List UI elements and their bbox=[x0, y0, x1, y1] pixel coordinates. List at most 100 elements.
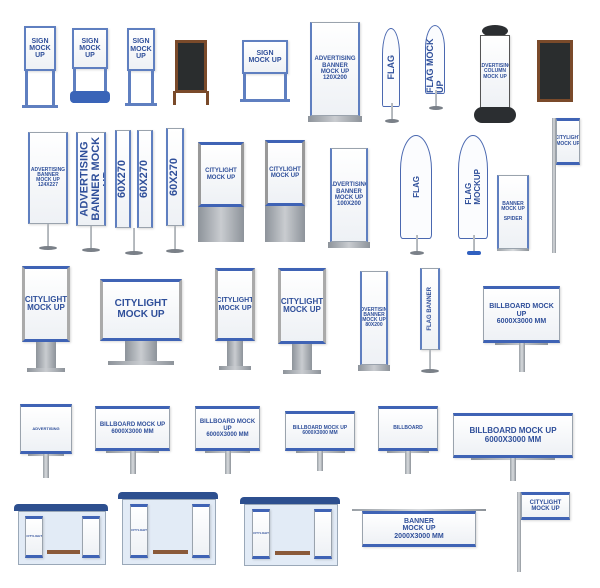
mockup-bus-stop: CITYLIGHT bbox=[240, 497, 340, 569]
banner-face: 60X270 bbox=[137, 130, 153, 228]
citylight-panel: CITYLIGHT MOCK UP bbox=[198, 142, 244, 207]
mockup-flag: FLAG MOCK UP bbox=[425, 25, 447, 110]
leg bbox=[243, 74, 246, 102]
mockup-sign-stand: SIGN MOCK UP bbox=[125, 28, 157, 106]
mockup-label: CITYLIGHT MOCK UP bbox=[529, 499, 562, 512]
pole bbox=[518, 343, 525, 372]
pole bbox=[552, 118, 556, 253]
banner-face: BANNER MOCK UP SPIDER bbox=[497, 175, 529, 249]
mockup-citylight: CITYLIGHT MOCK UP bbox=[215, 268, 255, 370]
banner-face: FLAG BANNER bbox=[420, 268, 440, 350]
mockup-sign-stand: SIGN MOCK UP bbox=[70, 28, 110, 103]
billboard-face: ADVERTISING bbox=[20, 404, 72, 454]
mockup-label: BILLBOARD bbox=[393, 425, 423, 432]
legs bbox=[497, 249, 529, 251]
leg bbox=[128, 70, 131, 106]
mockup-label: BANNER MOCK UP 2000X3000 MM bbox=[394, 517, 444, 540]
sign-face: SIGN MOCK UP bbox=[72, 28, 108, 70]
mockup-label: SIGN MOCK UP bbox=[29, 37, 51, 60]
mockup-double-pole-banner: 60X270 60X270 bbox=[115, 130, 153, 255]
mockup-advertising-column: ADVERTISING COLUMN MOCK UP bbox=[472, 25, 518, 123]
banner-face: 60X270 bbox=[115, 130, 131, 228]
foot bbox=[240, 99, 290, 102]
mockup-pole-banner: 60X270 bbox=[166, 128, 184, 253]
billboard-face: BILLBOARD MOCK UP 6000X3000 MM bbox=[285, 411, 355, 451]
mockup-label: BILLBOARD MOCK UP 6000X3000 MM bbox=[469, 426, 557, 444]
base bbox=[421, 369, 439, 373]
foot bbox=[282, 370, 322, 374]
mockup-chalkboard-a-frame bbox=[170, 40, 212, 105]
mockup-label: CITYLIGHT bbox=[26, 534, 43, 539]
pole bbox=[90, 225, 92, 252]
mockup-pole-citylight: CITYLIGHT MOCK UP bbox=[550, 118, 580, 253]
mockup-label: 124X300 ADVERTISING BANNER MOCK UP bbox=[76, 136, 106, 221]
base bbox=[39, 246, 57, 250]
mockup-billboard: BILLBOARD MOCK UP 6000X3000 MM bbox=[195, 398, 260, 480]
citylight-panel: CITYLIGHT bbox=[130, 504, 148, 558]
base bbox=[70, 91, 110, 103]
roof bbox=[14, 504, 108, 511]
banner-face: ADVERTISING BANNER MOCK UP 120X200 bbox=[310, 22, 360, 116]
base bbox=[429, 106, 443, 110]
sign-face: SIGN MOCK UP bbox=[242, 40, 288, 75]
stand bbox=[292, 344, 312, 370]
mockup-label: 60X270 bbox=[168, 157, 181, 196]
mockup-label: FLAG MOCK UP bbox=[425, 38, 445, 94]
pole bbox=[174, 225, 176, 253]
leg bbox=[151, 70, 154, 106]
roof bbox=[118, 492, 218, 499]
pole bbox=[317, 450, 323, 471]
pole bbox=[510, 458, 516, 481]
banner-face: ADVERTISING BANNER MOCK UP 80X200 bbox=[360, 271, 388, 365]
stand bbox=[36, 342, 56, 368]
mockup-label: BILLBOARD MOCK UP 6000X3000 MM bbox=[489, 303, 554, 326]
mockup-street-banner: BANNER MOCK UP 2000X3000 MM bbox=[352, 505, 486, 551]
pole bbox=[473, 235, 475, 253]
citylight-panel: CITYLIGHT MOCK UP bbox=[521, 492, 570, 520]
mockup-label: SIGN MOCK UP bbox=[248, 49, 282, 65]
mockup-pole-banner: ADVERTISING BANNER MOCK UP 124X227 bbox=[28, 132, 68, 250]
mockup-label: CITYLIGHT MOCK UP bbox=[205, 168, 237, 181]
foot bbox=[219, 366, 251, 370]
mockup-label: BILLBOARD MOCK UP 6000X3000 MM bbox=[292, 424, 348, 436]
citylight-panel: CITYLIGHT MOCK UP bbox=[265, 140, 305, 207]
pole bbox=[416, 235, 418, 253]
banner-face: ADVERTISING BANNER MOCK UP 124X227 bbox=[28, 132, 68, 225]
base bbox=[410, 251, 424, 255]
mockup-billboard-triangle: ADVERTISING bbox=[20, 395, 72, 485]
chalkboard bbox=[175, 40, 207, 93]
billboard-face: BILLBOARD MOCK UP 6000X3000 MM bbox=[195, 406, 260, 452]
mockup-roll-up-banner: ADVERTISING BANNER MOCK UP 100X200 bbox=[328, 148, 370, 248]
leg bbox=[284, 74, 287, 102]
citylight-panel bbox=[192, 504, 210, 558]
mockup-label: SIGN MOCK UP bbox=[79, 37, 101, 60]
pole bbox=[133, 227, 135, 255]
billboard-face: BILLBOARD MOCK UP 6000X3000 MM bbox=[483, 285, 560, 344]
foot bbox=[26, 368, 66, 372]
roof bbox=[240, 497, 340, 504]
mockup-flag-banner: FLAG BANNER bbox=[420, 268, 440, 373]
banner-face: 60X270 bbox=[166, 128, 184, 226]
citylight-panel: CITYLIGHT MOCK UP bbox=[556, 118, 580, 166]
bench bbox=[153, 550, 188, 554]
mockup-label: ADVERTISING BANNER MOCK UP 100X200 bbox=[330, 182, 368, 208]
foot bbox=[22, 105, 58, 108]
pole bbox=[517, 492, 521, 572]
mockup-label: FLAG bbox=[386, 55, 396, 80]
mockup-label: FLAG bbox=[411, 176, 421, 198]
mockup-roll-up-banner: ADVERTISING BANNER MOCK UP 80X200 bbox=[358, 271, 390, 371]
mockup-label: ADVERTISING bbox=[32, 425, 60, 431]
base bbox=[82, 248, 100, 252]
citylight-panel: CITYLIGHT MOCK UP bbox=[278, 268, 326, 345]
totem-base bbox=[265, 206, 305, 242]
mockup-label: CITYLIGHT MOCK UP bbox=[556, 135, 580, 147]
mockup-label: ADVERTISING COLUMN MOCK UP bbox=[481, 63, 509, 80]
mockup-billboard: BILLBOARD MOCK UP 6000X3000 MM bbox=[95, 398, 170, 480]
cassette-base bbox=[328, 242, 370, 248]
mockup-label: ADVERTISING BANNER MOCK UP 124X227 bbox=[30, 166, 66, 189]
citylight-panel: CITYLIGHT MOCK UP bbox=[215, 268, 255, 342]
mockup-billboard-v: BILLBOARD bbox=[378, 398, 438, 480]
billboard-face: BILLBOARD MOCK UP 6000X3000 MM bbox=[95, 406, 170, 452]
foot bbox=[125, 103, 157, 106]
mockup-label: CITYLIGHT MOCK UP bbox=[269, 166, 301, 180]
